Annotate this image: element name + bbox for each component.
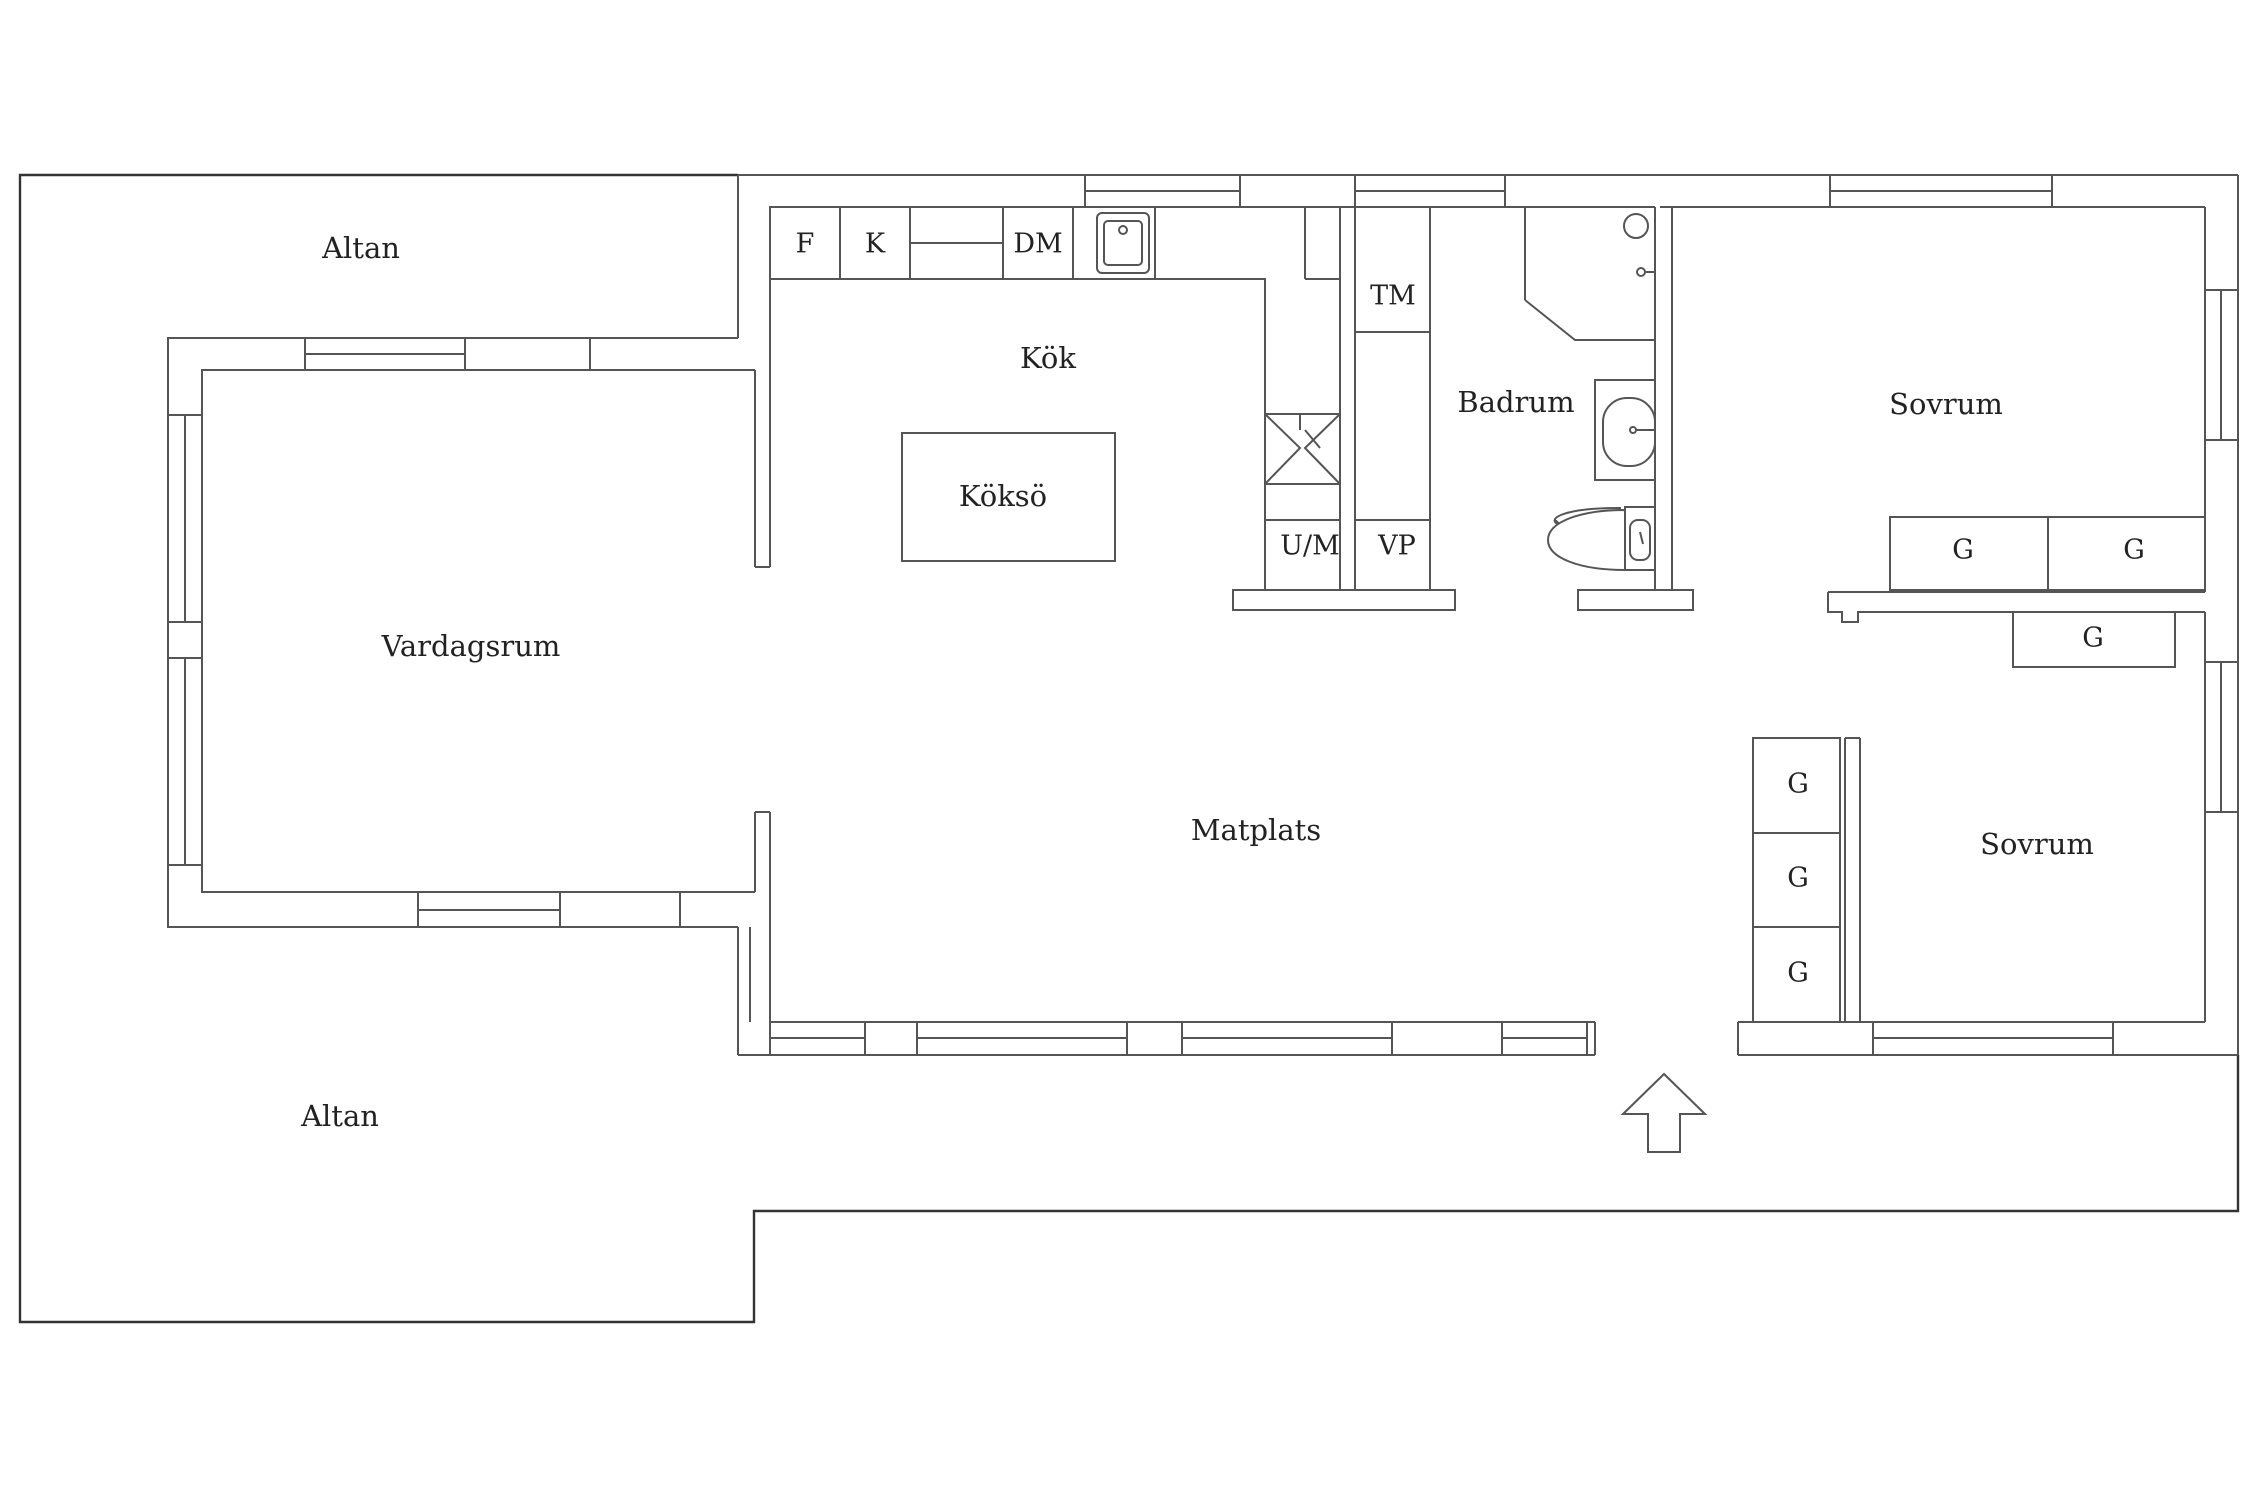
wardrobe-bedroom-2-top xyxy=(2012,611,2176,668)
label-wardrobe: G xyxy=(1787,863,1809,894)
bathroom-wall-stub xyxy=(1577,589,1694,611)
stove-hood-icon xyxy=(1264,413,1341,485)
label-wardrobe: G xyxy=(2123,535,2145,566)
wardrobe-hall xyxy=(1752,737,1841,1023)
bedroom-1 xyxy=(1671,206,2206,623)
bedroom-2 xyxy=(1752,611,2176,1023)
label-vardagsrum: Vardagsrum xyxy=(381,629,561,663)
toilet-icon xyxy=(1546,506,1656,572)
label-freezer: K xyxy=(865,229,886,260)
label-wardrobe: G xyxy=(1787,958,1809,989)
shower-icon xyxy=(1623,213,1655,277)
washbasin-icon xyxy=(1594,379,1656,481)
label-badrum: Badrum xyxy=(1457,385,1574,419)
utility-column xyxy=(1354,207,1431,590)
label-kokso: Köksö xyxy=(959,479,1047,513)
sink-icon xyxy=(1096,212,1150,274)
entrance-arrow-icon xyxy=(1620,1072,1708,1153)
label-dishwasher: DM xyxy=(1013,229,1062,260)
label-altan-top: Altan xyxy=(321,231,400,265)
label-boiler: VP xyxy=(1377,531,1416,562)
label-kok: Kök xyxy=(1020,341,1076,375)
label-wardrobe: G xyxy=(1787,769,1809,800)
living-room-walls xyxy=(167,337,755,928)
label-dryer: TM xyxy=(1370,281,1416,312)
label-fridge: F xyxy=(796,229,815,260)
kitchen-island xyxy=(901,432,1116,562)
label-oven-micro: U/M xyxy=(1280,531,1340,562)
label-matplats: Matplats xyxy=(1191,813,1321,847)
label-altan-bottom: Altan xyxy=(300,1099,379,1133)
kitchen xyxy=(769,206,1456,611)
label-wardrobe: G xyxy=(2082,623,2104,654)
kitchen-wall-stub xyxy=(1232,589,1456,611)
label-sovrum-2: Sovrum xyxy=(1980,827,2094,861)
label-wardrobe: G xyxy=(1952,535,1974,566)
label-sovrum-1: Sovrum xyxy=(1889,387,2003,421)
